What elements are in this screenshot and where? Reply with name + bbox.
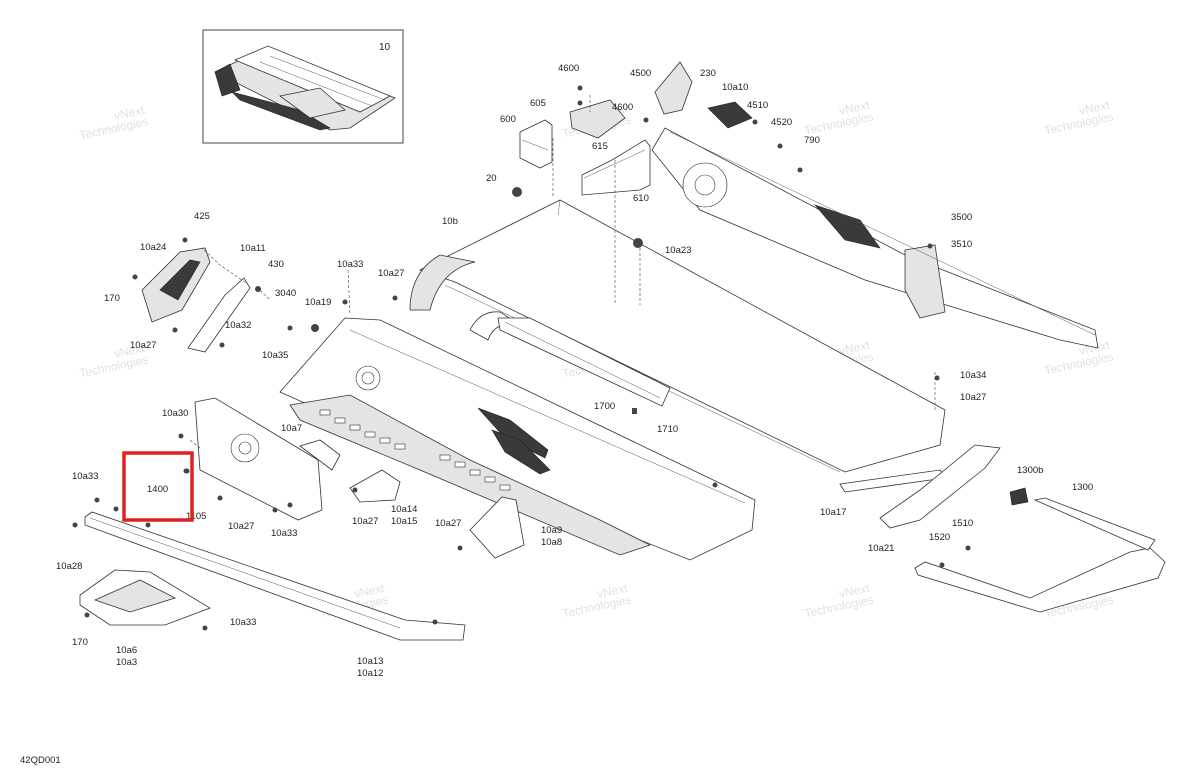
callout-label: 10a27 [228,521,254,532]
callout-label: 10a13 [357,656,383,667]
rail-1700 [497,317,671,414]
bumper-10a6 [79,569,211,626]
callout-label: 600 [500,114,516,125]
callout-label: 1300 [1072,482,1093,493]
callout-label: 10a3 [116,657,137,668]
strip-10a13 [84,511,466,641]
callout-label: 10a17 [820,507,846,518]
callout-label: 10a7 [281,423,302,434]
callout-label: 10a15 [391,516,417,527]
callout-label: 4600 [612,102,633,113]
callout-label: 4500 [630,68,651,79]
callout-label: 10a32 [225,320,251,331]
bracket-610 [581,139,651,196]
callout-label: 4520 [771,117,792,128]
callout-label: 230 [700,68,716,79]
highlight-box[interactable] [122,451,194,522]
bracket-10a14 [349,469,401,503]
callout-label: 10a30 [162,408,188,419]
callout-label: 10a27 [378,268,404,279]
bar-10a11 [187,277,251,353]
callout-label: 10 [379,42,391,53]
callout-label: 10a27 [352,516,378,527]
callout-label: 170 [72,637,88,648]
callout-label: 610 [633,193,649,204]
bracket-10a24 [141,247,211,323]
callout-label: 10a8 [541,537,562,548]
callout-labels: 4600 4500 230 10a10 605 4600 4510 600 45… [56,63,1093,679]
watermark: vNext [596,581,630,601]
callout-label: 10a33 [230,617,256,628]
callout-label: 1510 [952,518,973,529]
bumper-1300 [914,497,1166,613]
callout-label: 10a35 [262,350,288,361]
watermark: vNext [113,341,147,361]
callout-label: 20 [486,173,497,184]
diagram-id: 42QD001 [20,755,61,766]
callout-label: 10a6 [116,645,137,656]
fasteners [72,85,971,631]
watermark: vNext [838,98,872,118]
part-10a10 [707,101,753,129]
callout-label: 10a11 [240,243,266,254]
callout-label: 10a33 [72,471,98,482]
bracket-4600 [569,99,626,139]
callout-label: 1700 [594,401,615,412]
callout-label: 1300b [1017,465,1043,476]
callout-label: 1520 [929,532,950,543]
bracket-600 [519,119,553,169]
callout-label: 10a23 [665,245,691,256]
callout-label[interactable]: 1400 [147,484,168,495]
callout-label: 10a34 [960,370,986,381]
highlight-callout-1400[interactable]: 1400 [122,451,194,522]
watermark: vNext [353,581,387,601]
callout-label: 615 [592,141,608,152]
callout-label: 10b [442,216,458,227]
watermark: vNext [838,338,872,358]
callout-label: 10a24 [140,242,166,253]
part-4500 [654,61,693,115]
callout-label: 3510 [951,239,972,250]
callout-label: 605 [530,98,546,109]
callout-label: 425 [194,211,210,222]
callout-label: 4600 [558,63,579,74]
watermark: vNext [1078,98,1112,118]
rail-10a21 [879,444,1001,529]
callout-label: 10a12 [357,668,383,679]
bracket-10a9 [469,496,525,559]
clip-1300b [1009,487,1029,506]
callout-label: 10a27 [435,518,461,529]
callout-label: 10a33 [337,259,363,270]
callout-label: 790 [804,135,820,146]
callout-label: 170 [104,293,120,304]
callout-label: 10a10 [722,82,748,93]
callout-label: 10a9 [541,525,562,536]
callout-label: 3040 [275,288,296,299]
callout-label: 1710 [657,424,678,435]
watermark: vNext [113,103,147,123]
callout-label: 10a14 [391,504,417,515]
inset-tunnel-drawing [214,45,396,131]
callout-label: 10a33 [271,528,297,539]
callout-label: 10a27 [130,340,156,351]
watermark: vNext [838,581,872,601]
right-side-panel [651,127,1099,349]
tunnel-side-panel [279,317,756,561]
callout-label: 10a28 [56,561,82,572]
plate-10a30 [194,397,341,521]
callout-label: 1105 [186,511,206,522]
tunnel-body-10b [409,199,946,473]
callout-label: 10a27 [960,392,986,403]
inset-assembly: 10 [202,29,404,144]
callout-label: 430 [268,259,284,270]
callout-label: 10a19 [305,297,331,308]
callout-label: 4510 [747,100,768,111]
callout-label: 3500 [951,212,972,223]
callout-label: 10a21 [868,543,894,554]
